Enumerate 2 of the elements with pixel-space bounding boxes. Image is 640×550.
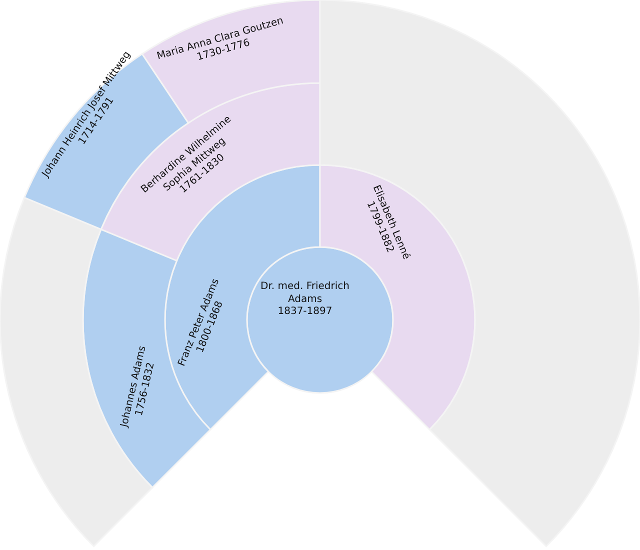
life-dates: 1837-1897 [278, 306, 332, 319]
person-name: Dr. med. Friedrich Adams [260, 281, 350, 306]
